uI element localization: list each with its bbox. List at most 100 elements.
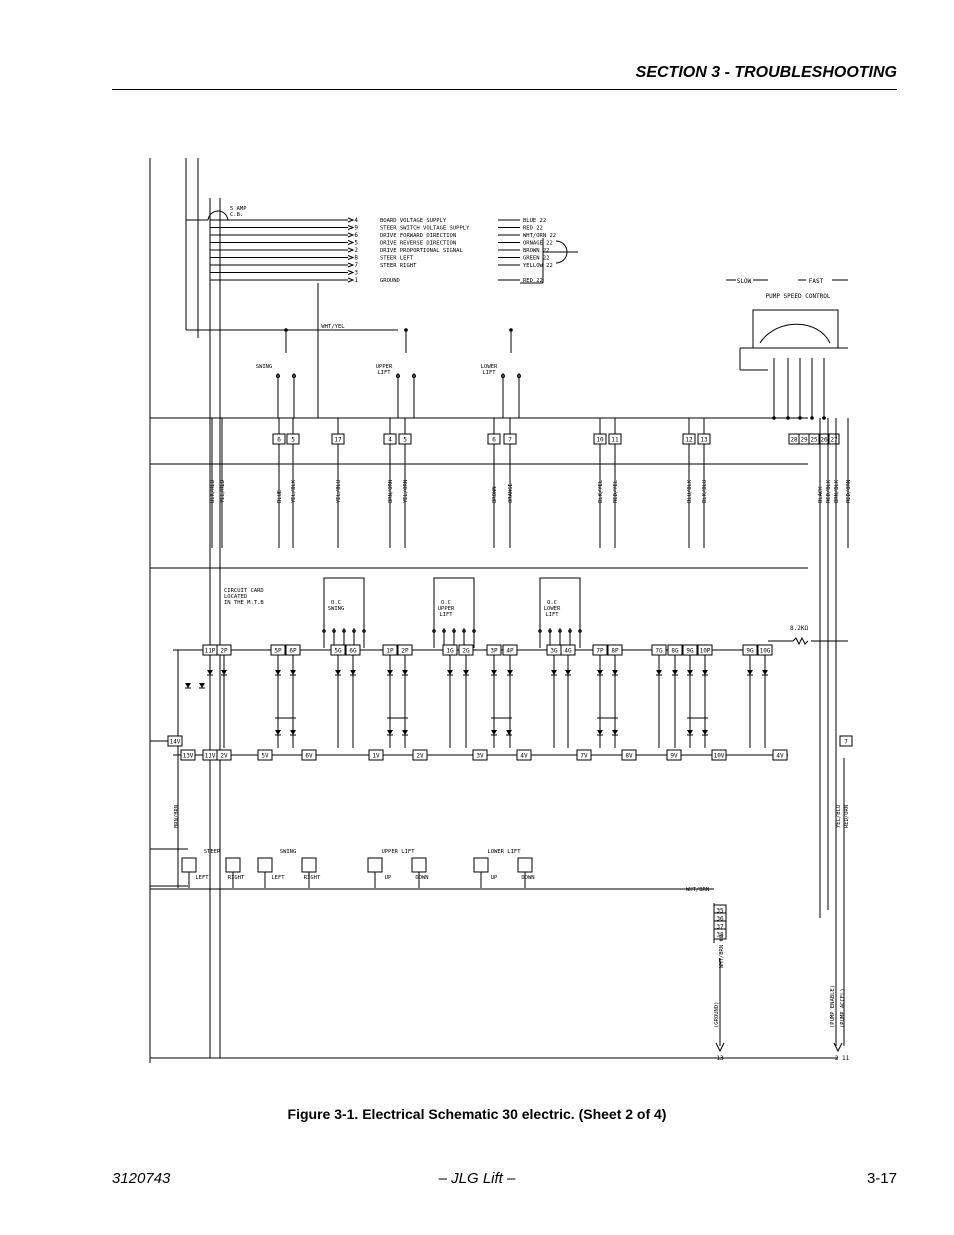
terminal-label: 28 xyxy=(790,437,798,444)
v-terminal xyxy=(516,749,532,761)
oc-contact xyxy=(442,629,446,633)
diode-symbol xyxy=(402,670,408,675)
terminal-label: 8P xyxy=(611,648,619,655)
diode-symbol xyxy=(491,670,497,675)
schematic-label: YELLOW 22 xyxy=(523,263,553,269)
v-terminal xyxy=(576,749,592,761)
run-terminal xyxy=(398,433,412,445)
terminal-label: 9G xyxy=(686,648,694,655)
oc-contact xyxy=(322,629,326,633)
schematic-label: UPPER LIFT xyxy=(381,849,415,855)
terminal-label: 27 xyxy=(830,437,838,444)
v-terminal xyxy=(772,749,788,761)
schematic-label: O.C xyxy=(547,600,557,606)
terminal-label: 36 xyxy=(716,916,724,923)
coil xyxy=(181,857,197,873)
v-terminal xyxy=(711,749,727,761)
terminal-label: 7 xyxy=(844,739,848,746)
left-terminal xyxy=(180,749,196,761)
schematic-label: 1 xyxy=(354,277,358,284)
schematic-label: SWING xyxy=(328,606,345,612)
schematic-label: WHT/BRN xyxy=(686,887,709,893)
terminal-label: 13 xyxy=(700,437,708,444)
schematic-label: LIFT xyxy=(482,370,496,376)
terminal-label: 5 xyxy=(403,437,407,444)
v-terminal xyxy=(412,749,428,761)
diode-symbol xyxy=(702,670,708,675)
terminal-label: 17 xyxy=(334,437,342,444)
oc-contact xyxy=(578,629,582,633)
v-terminal xyxy=(301,749,317,761)
schematic-label: CIRCUIT CARD xyxy=(224,588,264,594)
schematic-label: RED 22 xyxy=(523,278,543,284)
schematic-label: (PUMP ENABLE) xyxy=(830,985,836,1028)
terminal-label: 4G xyxy=(564,648,572,655)
schematic-label: RED 22 xyxy=(523,226,543,232)
oc-frame xyxy=(539,577,581,628)
terminal-label: 5P xyxy=(274,648,282,655)
resistor xyxy=(792,636,809,646)
schematic-label: 6 xyxy=(354,232,358,239)
oc-contact xyxy=(362,629,366,633)
terminal-label: 3P xyxy=(490,648,498,655)
terminal-label: 37 xyxy=(716,924,724,931)
schematic-label: LIFT xyxy=(377,370,391,376)
diode-symbol xyxy=(656,670,662,675)
diode-symbol xyxy=(275,730,281,735)
terminal-label: 1P xyxy=(386,648,394,655)
schematic-label: SWING xyxy=(256,364,273,370)
figure-caption: Figure 3-1. Electrical Schematic 30 elec… xyxy=(287,1106,667,1122)
schematic-label: O.C xyxy=(331,600,341,606)
schematic-label: FAST xyxy=(809,278,824,285)
v-terminal xyxy=(216,749,232,761)
wire-color-label: BLACK xyxy=(818,486,824,503)
schematic-label: 4 xyxy=(354,217,358,224)
schematic-label: (PUMP ACCEL) xyxy=(840,988,846,1028)
terminal-label: 5G xyxy=(334,648,342,655)
terminal-label: 35 xyxy=(716,908,724,915)
wire-color-label: YEL/BLK xyxy=(291,479,297,503)
schematic-label: STEER SWITCH VOLTAGE SUPPLY xyxy=(380,226,470,232)
oc-contact xyxy=(568,629,572,633)
wire-color-label: BLUE xyxy=(277,490,283,503)
diode-symbol xyxy=(687,670,693,675)
schematic-label: RIGHT xyxy=(304,875,321,881)
connector-arrow xyxy=(347,225,355,230)
diode-symbol xyxy=(207,670,213,675)
terminal-label: 2V xyxy=(416,753,424,760)
oc-frame xyxy=(433,577,475,628)
wire-color-label: BRN/BLK xyxy=(834,479,840,503)
v-terminal xyxy=(368,749,384,761)
schematic-label: BOARD VOLTAGE SUPPLY xyxy=(380,218,447,224)
schematic-label: UPPER xyxy=(376,364,393,370)
run-terminal xyxy=(593,433,607,445)
switch-contact xyxy=(517,374,521,378)
right-terminal xyxy=(839,735,853,747)
schematic-label: C.B. xyxy=(230,212,243,218)
junction-dot xyxy=(772,416,776,420)
connector-arrow xyxy=(347,240,355,245)
wire-color-label: RED/BLK xyxy=(826,479,832,503)
terminal-label: 11 xyxy=(611,437,619,444)
schematic-label: O.C xyxy=(441,600,451,606)
junction-dot xyxy=(822,416,826,420)
schematic-label: DRIVE REVERSE DIRECTION xyxy=(380,241,456,247)
diode-symbol xyxy=(290,730,296,735)
run-terminal xyxy=(697,433,711,445)
terminal-label: 10V xyxy=(714,753,725,760)
wire-color-label: YEL/ORN xyxy=(403,480,409,503)
connector-arrow xyxy=(347,277,355,283)
connector-arrow xyxy=(347,255,355,260)
circuit-breaker xyxy=(207,210,229,221)
diode-symbol xyxy=(702,730,708,735)
schematic-label: 9 xyxy=(354,225,358,232)
coil xyxy=(257,857,273,873)
oc-contact xyxy=(472,629,476,633)
run-terminal xyxy=(272,433,286,445)
terminal-label: 4 xyxy=(388,437,392,444)
schematic-label: RIGHT xyxy=(228,875,245,881)
terminal-label: 2P xyxy=(220,648,228,655)
run-terminal xyxy=(487,433,501,445)
diode-symbol xyxy=(335,670,341,675)
